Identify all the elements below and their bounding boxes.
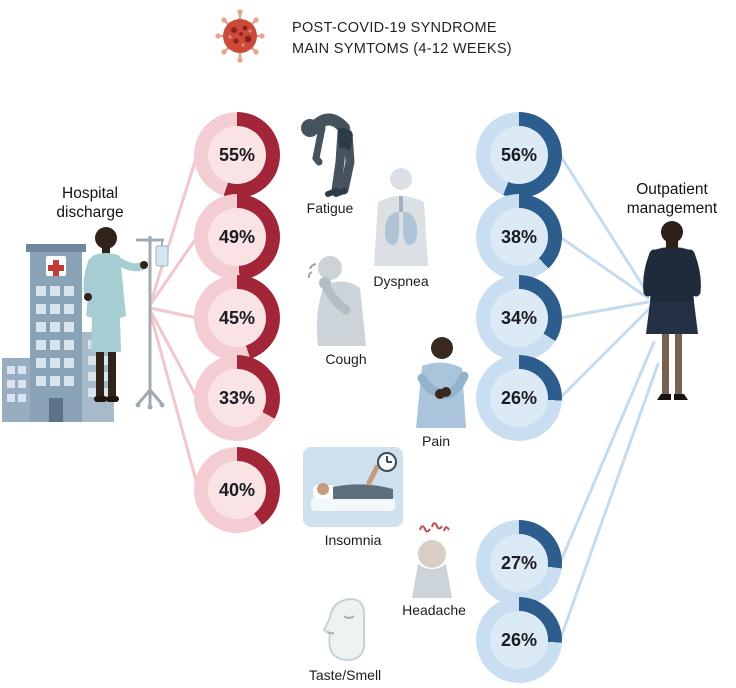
- hospital-discharge-label-line2: discharge: [56, 204, 124, 221]
- lungs-icon: [384, 212, 399, 245]
- symptom-label-pain: Pain: [421, 433, 451, 449]
- dyspnea-figure: [374, 168, 428, 266]
- symptom-label-fatigue: Fatigue: [306, 200, 354, 216]
- outpatient-figure: [643, 221, 701, 400]
- outpatient-donut-headache: 27%: [476, 520, 562, 606]
- donut-value: 33%: [208, 369, 266, 427]
- symptom-label-headache: Headache: [402, 602, 466, 618]
- donut-value: 38%: [490, 208, 548, 266]
- outpatient-donut-dyspnea: 38%: [476, 194, 562, 280]
- hospital-windows: [36, 286, 74, 386]
- donut-value: 26%: [490, 611, 548, 669]
- fatigue-figure: [301, 113, 355, 197]
- symptom-label-taste-smell: Taste/Smell: [308, 667, 382, 683]
- outpatient-management-label-line1: Outpatient: [636, 181, 708, 198]
- hospital-discharge-label: Hospital discharge: [28, 184, 152, 222]
- pain-figure: [416, 337, 469, 428]
- insomnia-illustration: [303, 447, 403, 527]
- outpatient-management-label-line2: management: [626, 200, 718, 217]
- donut-value: 27%: [490, 534, 548, 592]
- page-title-line1: POST-COVID-19 SYNDROME: [292, 20, 497, 36]
- donut-value: 45%: [208, 289, 266, 347]
- pain-squiggles-icon: [419, 522, 450, 533]
- donut-value: 26%: [490, 369, 548, 427]
- symptom-label-dyspnea: Dyspnea: [373, 273, 429, 289]
- patient-illustration: [83, 227, 169, 410]
- donut-value: 34%: [490, 289, 548, 347]
- donut-value: 40%: [208, 461, 266, 519]
- headache-figure: [412, 522, 452, 598]
- page-title-line2: MAIN SYMTOMS (4-12 WEEKS): [292, 41, 512, 57]
- hospital-connectors: [148, 153, 200, 490]
- cough-figure: [307, 256, 366, 346]
- symptom-label-insomnia: Insomnia: [324, 532, 382, 548]
- coronavirus-icon: [215, 9, 265, 63]
- hospital-donut-fatigue: 55%: [194, 112, 280, 198]
- donut-value: 56%: [490, 126, 548, 184]
- hospital-donut-cough: 45%: [194, 275, 280, 361]
- donut-value: 55%: [208, 126, 266, 184]
- outpatient-connectors: [558, 153, 660, 642]
- outpatient-donut-fatigue: 56%: [476, 112, 562, 198]
- page-title: POST-COVID-19 SYNDROME MAIN SYMTOMS (4-1…: [292, 18, 512, 60]
- outpatient-donut-cough: 34%: [476, 275, 562, 361]
- taste-smell-figure: [322, 597, 366, 662]
- hospital-illustration: [2, 244, 114, 422]
- hospital-donut-dyspnea: 49%: [194, 194, 280, 280]
- hospital-donut-pain: 33%: [194, 355, 280, 441]
- outpatient-donut-pain: 26%: [476, 355, 562, 441]
- hospital-donut-insomnia: 40%: [194, 447, 280, 533]
- donut-value: 49%: [208, 208, 266, 266]
- hospital-discharge-label-line1: Hospital: [62, 185, 118, 202]
- outpatient-management-label: Outpatient management: [608, 180, 736, 218]
- iv-pole: [135, 236, 169, 410]
- outpatient-donut-taste-smell: 26%: [476, 597, 562, 683]
- symptom-label-cough: Cough: [325, 351, 367, 367]
- red-cross-icon: [48, 260, 64, 276]
- patient-gown: [86, 253, 126, 352]
